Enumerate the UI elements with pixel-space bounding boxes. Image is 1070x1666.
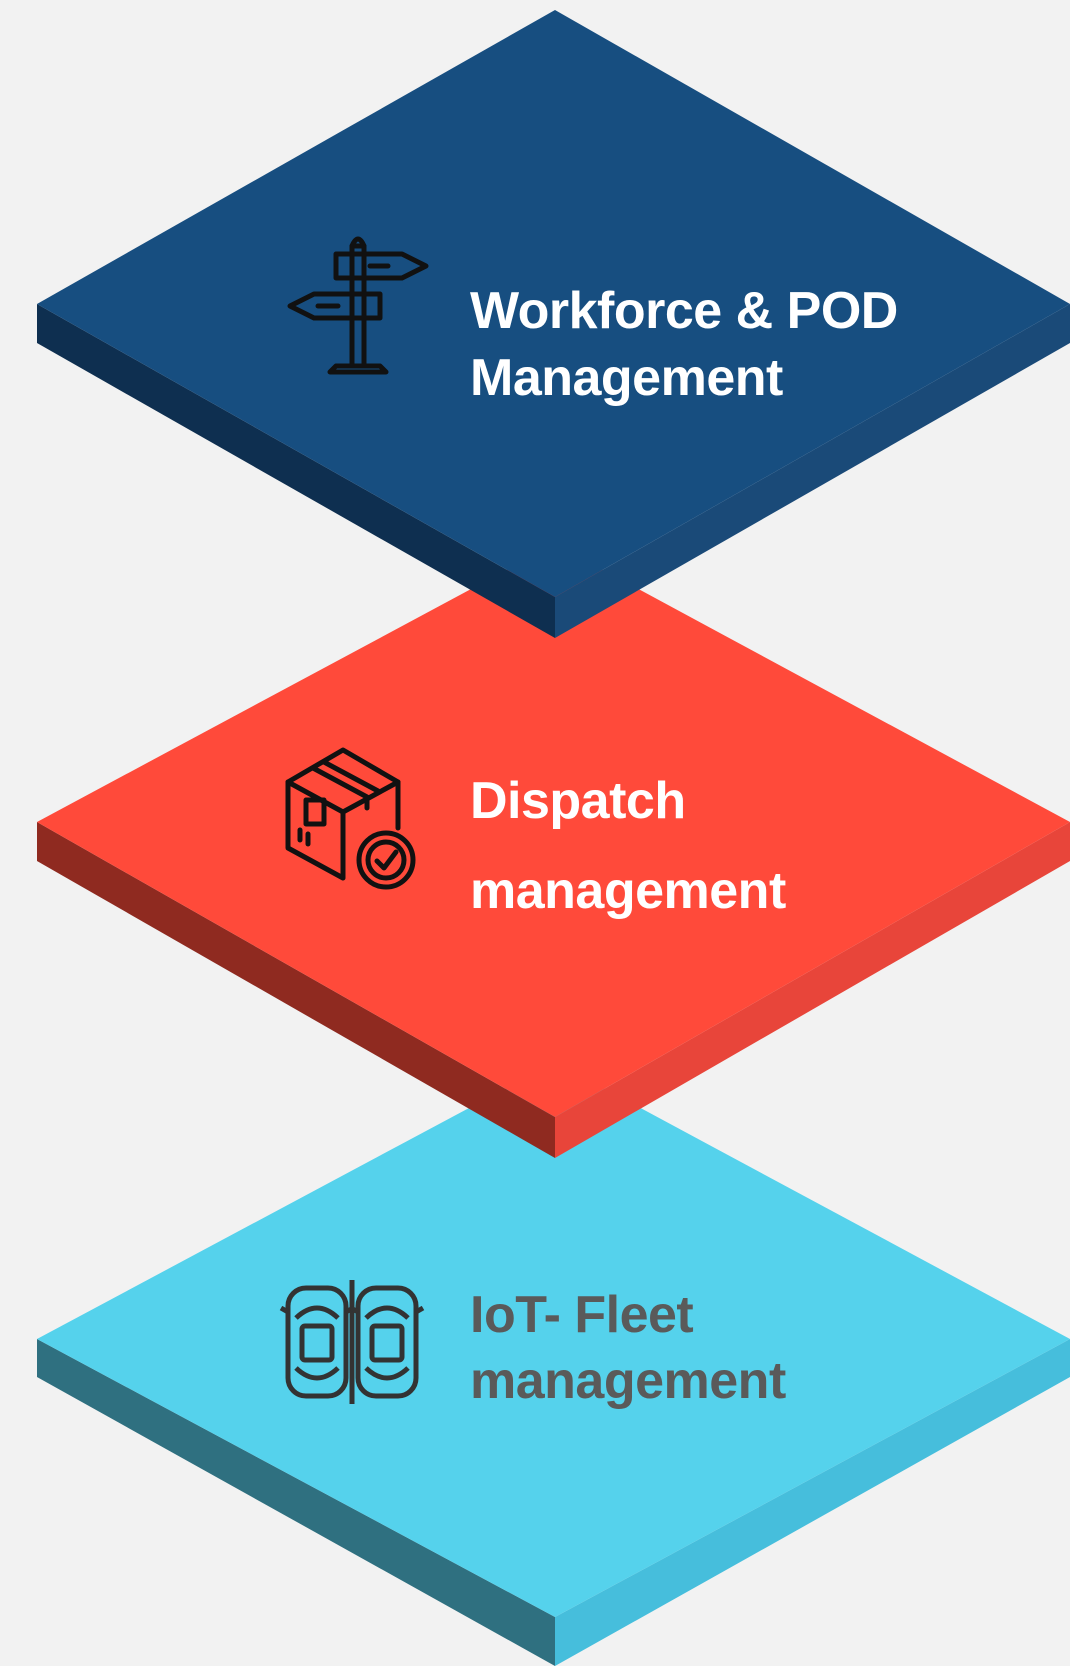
layer-iot-fleet-title-line2: management (470, 1352, 786, 1410)
layer-dispatch-title-line1: Dispatch (470, 772, 686, 830)
layer-workforce-pod-top (37, 10, 1070, 597)
layer-workforce-pod-title-line1: Workforce & POD (470, 282, 898, 340)
package-check-icon (285, 747, 416, 890)
layer-iot-fleet-title-line1: IoT- Fleet (470, 1286, 693, 1344)
layer-dispatch: Dispatch management (37, 544, 1070, 1158)
layer-iot-fleet: IoT- Fleet management (37, 1062, 1070, 1666)
layer-dispatch-left-side (37, 822, 555, 1158)
layer-workforce-pod-right-side (555, 304, 1070, 638)
cars-icon (279, 1280, 425, 1404)
layer-dispatch-top (37, 544, 1070, 1117)
layer-dispatch-title-line2: management (470, 862, 786, 920)
layer-iot-fleet-right-side (555, 1339, 1070, 1666)
layer-iot-fleet-top (37, 1062, 1070, 1617)
signpost-icon (287, 236, 429, 375)
layer-workforce-pod-title-line2: Management (470, 349, 783, 407)
layer-dispatch-right-side (555, 822, 1070, 1158)
layer-iot-fleet-left-side (37, 1339, 555, 1666)
layer-workforce-pod-left-side (37, 304, 555, 638)
layer-workforce-pod: Workforce & POD Management (37, 10, 1070, 638)
